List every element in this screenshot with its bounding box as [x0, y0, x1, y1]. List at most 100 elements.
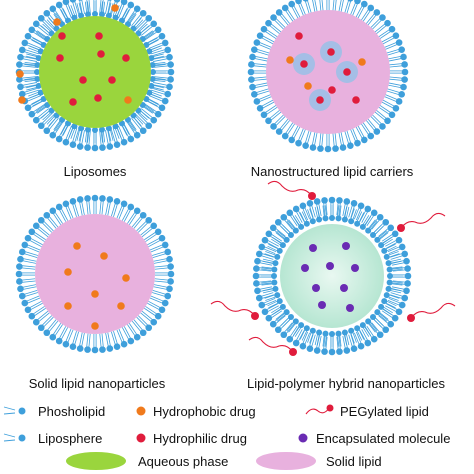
lipid-head [113, 141, 121, 149]
lipid-head [55, 135, 63, 143]
lipid-head [265, 19, 272, 27]
lipid-head [248, 76, 255, 83]
lipid-head [400, 53, 407, 61]
hydrophilic-drug [69, 98, 77, 106]
lipid-head [354, 0, 361, 5]
lipid-head [18, 46, 26, 54]
lipid-head [288, 136, 296, 144]
lipid-head [260, 111, 268, 119]
lipid-head [69, 0, 77, 3]
lipid-head [17, 255, 24, 263]
hydrophilic-drug [295, 32, 303, 40]
lipid-head [316, 329, 323, 336]
lipid-head [98, 126, 105, 133]
lipid-tail [99, 0, 102, 14]
hydrophilic-drug [327, 48, 335, 56]
lipid-head [283, 309, 290, 316]
lipid-head [357, 342, 365, 350]
lipid-head [286, 209, 294, 217]
lipid-head [303, 325, 310, 332]
lipid-head [84, 144, 91, 151]
lipid-head [370, 231, 377, 238]
lipid-head [145, 122, 153, 130]
lipid-head [133, 131, 141, 139]
lipid-head [249, 83, 256, 91]
lipid-head [16, 263, 23, 270]
lipid-head [139, 211, 147, 219]
lipid-tail [346, 0, 352, 15]
legend: Phosholipid Liposphere Hydrophobic drug … [3, 404, 450, 470]
hydrophilic-drug [108, 76, 116, 84]
phospholipid-icon [3, 406, 26, 415]
lipid-head [365, 227, 372, 234]
lipid-tail [321, 0, 324, 12]
lipid-head [167, 68, 175, 76]
lipid-head [398, 91, 405, 98]
lipospher-tail [3, 433, 16, 438]
lipid-head [382, 218, 390, 226]
lipid-head [35, 55, 42, 62]
lipid-head [383, 292, 390, 299]
lipid-head [265, 314, 273, 322]
lipid-head [299, 342, 307, 350]
lipid-head [286, 335, 294, 343]
lipid-head [164, 292, 172, 300]
lipid-head [154, 312, 162, 320]
lipid-tail [332, 0, 335, 12]
lipid-head [295, 139, 302, 147]
phospholipid-tail [3, 406, 16, 411]
lipid-head [49, 131, 57, 139]
lipid-head [84, 346, 91, 353]
lipid-head [62, 200, 70, 208]
aqueous-core [39, 16, 151, 128]
lipid-head [133, 5, 141, 13]
lipid-head [374, 309, 381, 316]
lipid-head [21, 241, 29, 249]
lipid-head [350, 199, 358, 207]
hydrophobic-drug [16, 70, 24, 78]
lipid-head [360, 0, 368, 8]
encapsulated-molecule [346, 304, 354, 312]
peg-lipid-icon [305, 404, 334, 415]
hydrophilic-drug [122, 54, 130, 62]
lipid-head [388, 111, 396, 119]
lipid-head [158, 32, 166, 40]
lipid-head [280, 331, 288, 339]
lipid-head [150, 116, 158, 124]
lipid-head [92, 127, 98, 133]
lipid-head [251, 46, 258, 53]
lipid-head [154, 26, 162, 34]
peg-head [251, 312, 259, 320]
lipid-head [256, 104, 264, 112]
lipid-head [78, 0, 83, 1]
lipid-head [328, 348, 336, 356]
lipid-head [378, 303, 385, 310]
lipid-head [24, 32, 32, 40]
lipid-head [367, 132, 375, 140]
lipid-head [385, 285, 392, 292]
lipid-tail [304, 0, 310, 15]
encapsulated-molecule-icon [298, 433, 308, 443]
lipid-head [364, 205, 372, 213]
lipid-tail [312, 0, 316, 13]
lipid-head [385, 260, 392, 267]
sln-drugs [64, 242, 130, 330]
lipid-head [265, 117, 272, 125]
lipid-head [339, 144, 347, 151]
lipid-head [120, 138, 128, 146]
lipid-head [332, 145, 339, 152]
legend-phospholipid: Phosholipid [38, 404, 105, 419]
lipid-head [149, 62, 156, 69]
lipid-head [16, 278, 23, 285]
lipid-head [17, 285, 24, 293]
peg-chain [410, 302, 456, 319]
lipid-head [275, 128, 283, 135]
lipid-head [17, 83, 24, 91]
lipid-head [17, 53, 24, 61]
lipid-head [279, 242, 286, 249]
hydrophilic-drug [95, 32, 103, 40]
lipid-head [166, 83, 173, 91]
lipid-head [388, 25, 396, 33]
lipid-head [92, 11, 98, 17]
lipid-head [387, 224, 395, 232]
